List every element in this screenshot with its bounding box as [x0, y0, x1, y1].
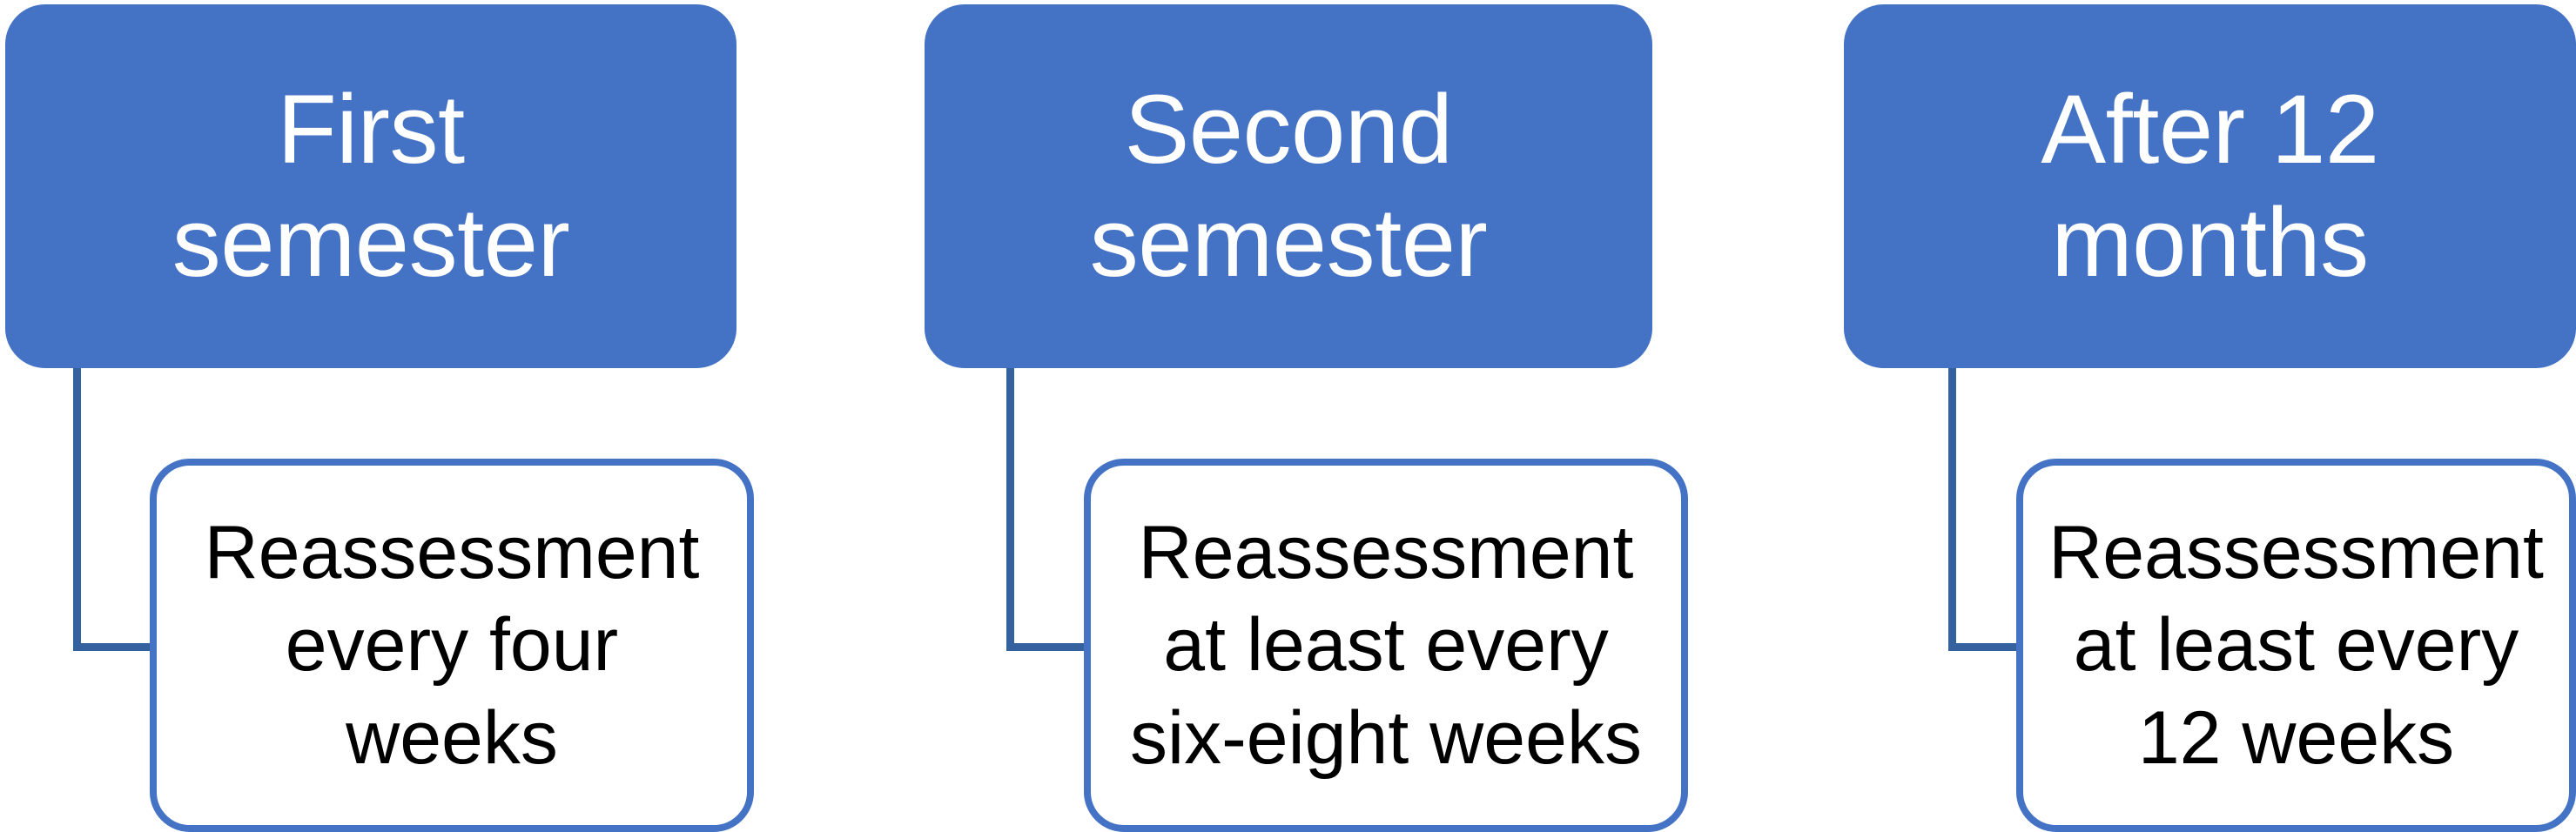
- connector-vertical-stem: [1006, 368, 1014, 651]
- stage-box-second-semester[interactable]: Second semester: [925, 4, 1652, 368]
- stage-box-after-12-months[interactable]: After 12 months: [1844, 4, 2576, 368]
- connector-horizontal-arm: [73, 643, 157, 651]
- connector-horizontal-arm: [1948, 643, 2023, 651]
- detail-box-second-semester[interactable]: Reassessment at least every six-eight we…: [1084, 459, 1688, 832]
- connector-horizontal-arm: [1006, 643, 1091, 651]
- detail-box-after-12-months[interactable]: Reassessment at least every 12 weeks: [2016, 459, 2576, 832]
- stage-box-first-semester[interactable]: First semester: [5, 4, 736, 368]
- connector-elbow-after-12-months: [1948, 368, 2023, 651]
- connector-vertical-stem: [73, 368, 81, 651]
- connector-elbow-first-semester: [73, 368, 157, 651]
- connector-elbow-second-semester: [1006, 368, 1091, 651]
- connector-vertical-stem: [1948, 368, 1956, 651]
- detail-box-first-semester[interactable]: Reassessment every four weeks: [150, 459, 754, 832]
